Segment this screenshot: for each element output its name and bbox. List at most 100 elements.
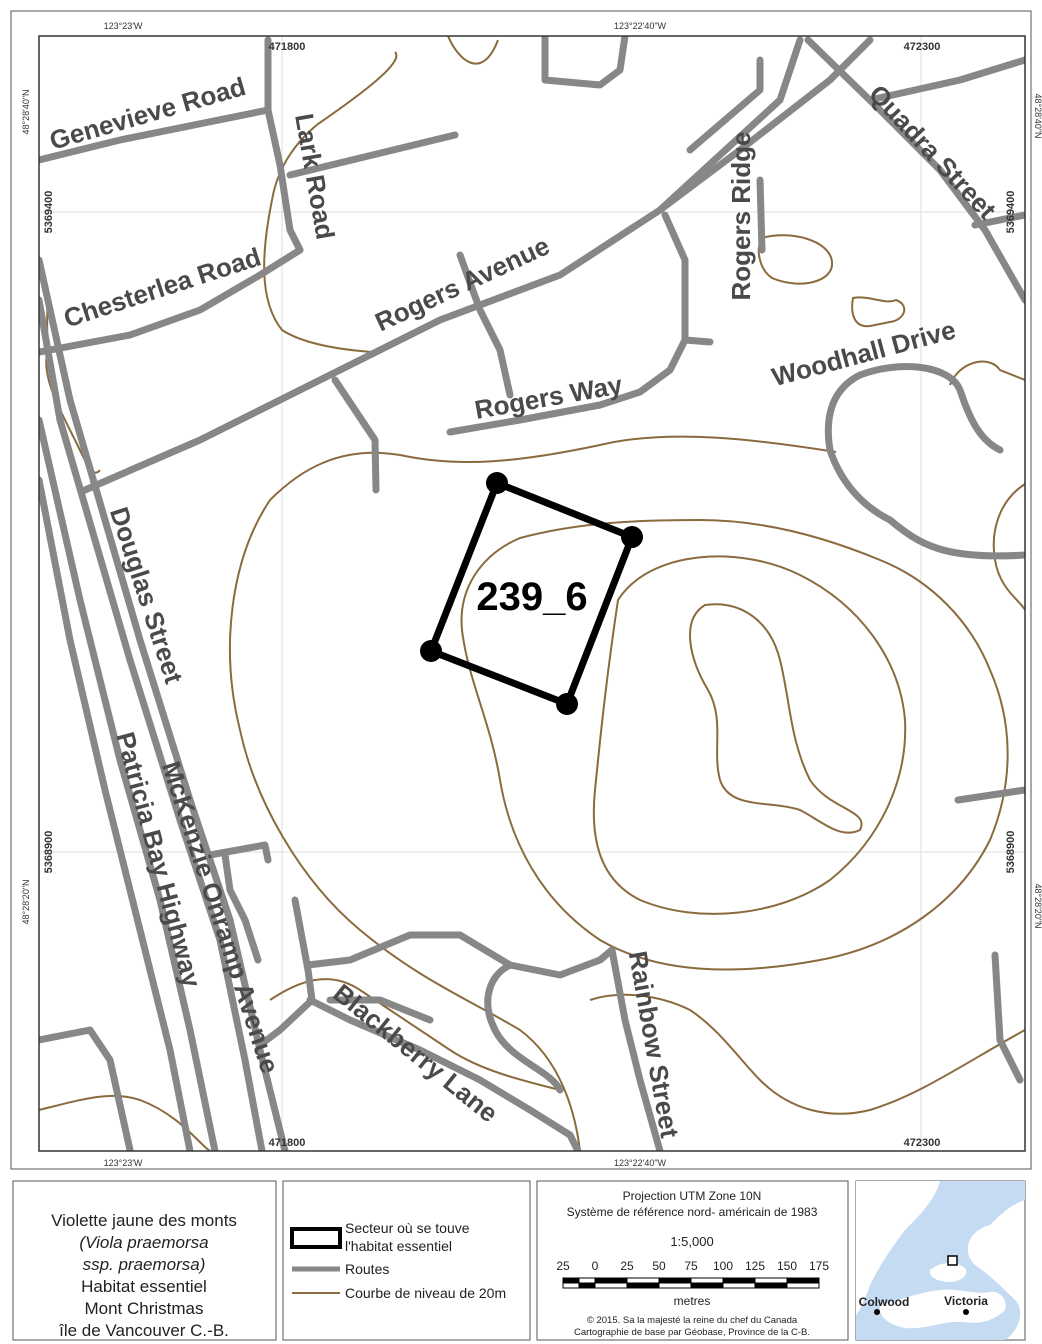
map-neatline <box>38 35 1026 1152</box>
map-body[interactable]: Genevieve Road Lark Road Chesterlea Road… <box>38 35 1026 1152</box>
road-douglas-mid[interactable] <box>39 296 266 1151</box>
habitat-vertex <box>486 472 508 494</box>
road-patricia-outer[interactable] <box>39 476 194 1151</box>
projection-name: Projection UTM Zone 10N <box>623 1189 762 1203</box>
grid-labels: 123°23'W 123°22'40"W 471800 472300 47180… <box>21 21 1042 1168</box>
easting-label-bottom-right: 472300 <box>904 1137 941 1149</box>
scale-tick-label: 175 <box>809 1259 829 1273</box>
scale-tick-label: 50 <box>652 1259 666 1273</box>
basemap-credit: Cartographie de base par Géobase, Provin… <box>574 1327 810 1338</box>
scale-bar <box>562 1277 820 1289</box>
copyright-line: © 2015. Sa la majesté la reine du chef d… <box>587 1315 798 1326</box>
lat-label-lower-left: 48°28'20"N <box>21 879 31 924</box>
lon-label-bottom-left: 123°23'W <box>104 1158 143 1168</box>
road-east-stub[interactable] <box>954 786 1025 804</box>
road-top-loop[interactable] <box>541 36 629 89</box>
road-lark-branch[interactable] <box>286 131 459 179</box>
lat-label-upper-right: 48°28'40"N <box>1033 93 1042 138</box>
road-east-lower[interactable] <box>991 951 1024 1084</box>
legend-habitat-line2: l'habitat essentiel <box>345 1238 452 1254</box>
region-name: île de Vancouver C.-B. <box>58 1321 229 1340</box>
road-quadra-east[interactable] <box>971 211 1025 229</box>
scale-tick-label: 100 <box>713 1259 733 1273</box>
legend-contour-label: Courbe de niveau de 20m <box>345 1285 506 1301</box>
legend-roads-label: Routes <box>345 1261 389 1277</box>
inset-city-dot-colwood <box>874 1309 880 1315</box>
road-blackberry[interactable] <box>306 996 582 1151</box>
lat-label-lower-right: 48°28'20"N <box>1033 883 1042 928</box>
road-upper-spur[interactable] <box>686 56 764 154</box>
northing-label-lower-left: 5368900 <box>43 831 55 874</box>
road-rogers-avenue-north[interactable] <box>656 36 804 214</box>
road-douglas-inner[interactable] <box>39 256 289 1151</box>
road-chesterlea[interactable] <box>39 246 304 356</box>
northing-label-upper-left: 5369400 <box>43 191 55 234</box>
scale-tick-label: 25 <box>620 1259 634 1273</box>
road-genevieve[interactable] <box>39 106 272 164</box>
lat-label-upper-left: 48°28'40"N <box>21 89 31 134</box>
scale-tick-label: 150 <box>777 1259 797 1273</box>
road-rogers-ridge[interactable] <box>756 176 766 254</box>
road-rogers-way[interactable] <box>446 211 689 436</box>
easting-label-top-right: 472300 <box>904 41 941 53</box>
legend-habitat-swatch <box>290 1227 342 1249</box>
label-rogers-ridge: Rogers Ridge <box>726 131 756 300</box>
road-lark[interactable] <box>264 36 304 254</box>
road-woodhall[interactable] <box>824 363 1025 560</box>
projection-panel: Projection UTM Zone 10N Système de référ… <box>536 1180 849 1341</box>
habitat-id-label: 239_6 <box>476 575 587 619</box>
road-network <box>39 36 1025 1151</box>
scale-unit: metres <box>674 1294 711 1308</box>
inset-site-marker <box>947 1255 958 1266</box>
road-blackberry-upper[interactable] <box>304 931 616 979</box>
scale-tick-labels: 25 0 25 50 75 100 125 150 175 <box>556 1259 829 1273</box>
road-mckenzie-spur[interactable] <box>221 851 262 964</box>
scale-tick-label: 0 <box>592 1259 599 1273</box>
title-panel: Violette jaune des monts (Viola praemors… <box>12 1180 277 1341</box>
datum-name: Système de référence nord- américain de … <box>567 1205 818 1219</box>
easting-label-bottom-left: 471800 <box>269 1137 306 1149</box>
scale-tick-label: 75 <box>684 1259 698 1273</box>
road-rogers-avenue-spur[interactable] <box>456 251 514 399</box>
map-background <box>39 36 1025 1151</box>
legend-panel: Secteur où se touve l'habitat essentiel … <box>282 1180 531 1341</box>
road-rogers-way-stub[interactable] <box>681 336 714 346</box>
habitat-polygon-239-6[interactable]: 239_6 <box>420 472 643 715</box>
northing-label-lower-right: 5368900 <box>1005 831 1017 874</box>
road-rogers-stub[interactable] <box>331 376 380 494</box>
habitat-vertex <box>556 693 578 715</box>
inset-locator-map[interactable]: Colwood Victoria <box>855 1180 1026 1341</box>
contour-lines <box>39 36 1025 1151</box>
road-blackberry-spur[interactable] <box>326 996 434 1024</box>
site-name: Mont Christmas <box>84 1299 203 1318</box>
inset-water <box>856 1181 1025 1340</box>
road-mckenzie-loop[interactable] <box>206 841 272 864</box>
northing-label-upper-right: 5369400 <box>1005 191 1017 234</box>
inset-city-victoria: Victoria <box>944 1294 988 1308</box>
road-rainbow[interactable] <box>608 946 664 1151</box>
lon-label-top-right: 123°22'40"W <box>614 21 667 31</box>
road-quadra[interactable] <box>804 36 1025 304</box>
graticule <box>39 36 1025 1151</box>
habitat-vertex <box>621 526 643 548</box>
inset-city-colwood: Colwood <box>859 1295 910 1309</box>
road-rogers-avenue[interactable] <box>81 36 874 494</box>
scale-tick-label: 125 <box>745 1259 765 1273</box>
map-subject: Habitat essentiel <box>81 1277 207 1296</box>
legend-habitat-line1: Secteur où se touve <box>345 1220 470 1236</box>
inset-city-dot-victoria <box>963 1309 969 1315</box>
species-subspecies: ssp. praemorsa) <box>83 1255 206 1274</box>
scale-ratio: 1:5,000 <box>670 1234 713 1249</box>
species-scientific-name: (Viola praemorsa <box>79 1233 208 1252</box>
road-loop-south[interactable] <box>484 961 564 1094</box>
habitat-vertex <box>420 640 442 662</box>
road-top-right[interactable] <box>866 56 1025 104</box>
road-patricia-inner[interactable] <box>39 416 219 1151</box>
easting-label-top-left: 471800 <box>269 41 306 53</box>
lon-label-bottom-right: 123°22'40"W <box>614 1158 667 1168</box>
road-west-lower[interactable] <box>39 1026 134 1151</box>
species-name-fr: Violette jaune des monts <box>51 1211 237 1230</box>
scale-tick-label: 25 <box>556 1259 570 1273</box>
lon-label-top-left: 123°23'W <box>104 21 143 31</box>
